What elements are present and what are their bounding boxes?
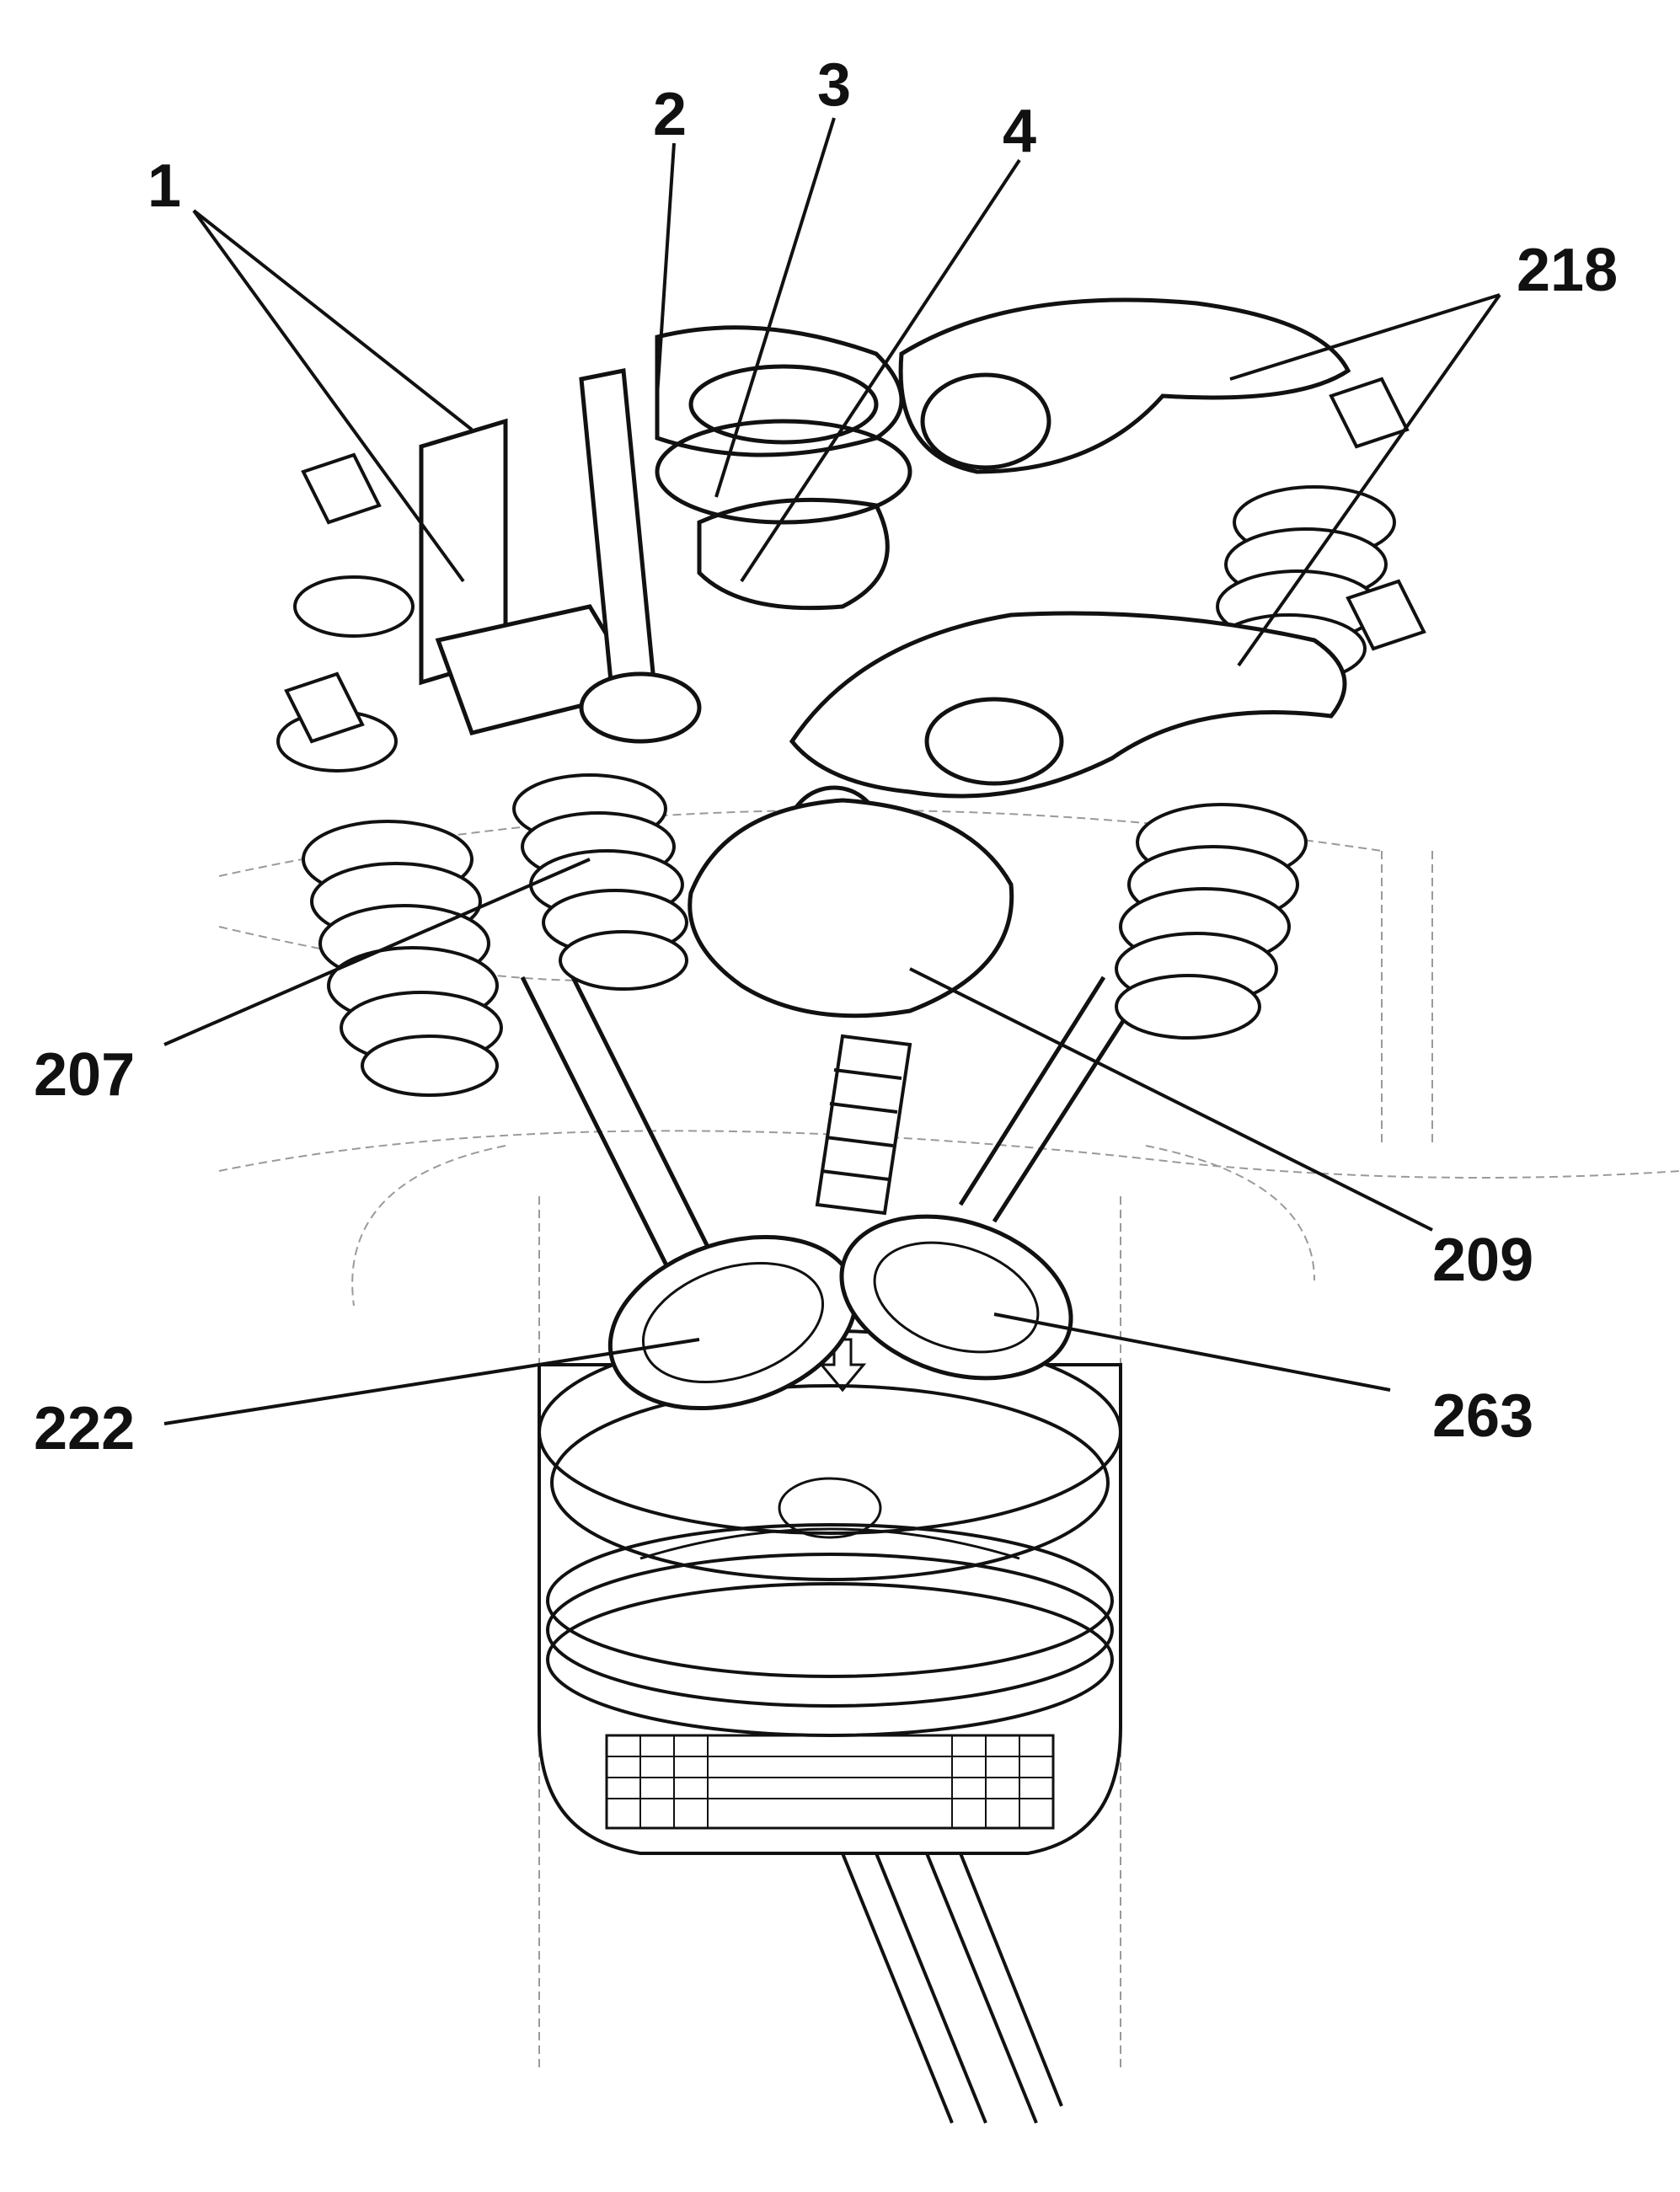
leader-2 (655, 142, 676, 397)
spring-left-inner (512, 773, 688, 991)
piston (538, 1329, 1122, 1855)
leader-209 (909, 967, 1433, 1232)
spring-right-outer (1115, 803, 1308, 1040)
callout-2: 2 (653, 81, 687, 148)
rocker-arm-back (898, 297, 1351, 474)
callout-209: 209 (1432, 1227, 1533, 1294)
callout-3: 3 (817, 51, 851, 119)
leader-263 (993, 1313, 1391, 1392)
leader-222 (163, 1338, 700, 1425)
valve-heads (607, 1214, 1073, 1411)
leader-1a (192, 209, 474, 431)
leader-207 (163, 858, 591, 1046)
callout-218: 218 (1517, 237, 1618, 304)
connecting-rod (841, 1853, 1063, 2124)
callout-4: 4 (1003, 98, 1036, 165)
rocker-arm-front (789, 611, 1347, 799)
leader-218a (1229, 293, 1501, 381)
leader-lines (163, 117, 1501, 1425)
callout-1: 1 (147, 152, 181, 220)
leader-3 (714, 117, 836, 498)
callout-207: 207 (34, 1041, 135, 1109)
valve-springs-right (1115, 377, 1426, 1040)
callout-222: 222 (34, 1395, 135, 1462)
rocker-arms (785, 297, 1351, 883)
spark-plug (815, 1034, 912, 1216)
piston-grid-pattern (607, 1735, 1053, 1828)
down-arrow-icon (818, 1338, 867, 1393)
leader-1b (192, 209, 465, 583)
callout-263: 263 (1432, 1382, 1533, 1450)
spring-left-outer (302, 820, 503, 1097)
valve-stems (520, 959, 1148, 1282)
leader-218b (1237, 293, 1501, 667)
intake-valve-head (839, 1214, 1073, 1381)
valve-spring-compressor-tool (419, 325, 912, 744)
cam-lobe (688, 798, 1014, 1018)
valve-springs-left (276, 452, 688, 1097)
callout-labels: 1 2 3 4 218 207 209 222 263 (34, 51, 1618, 1462)
leader-4 (740, 158, 1021, 583)
